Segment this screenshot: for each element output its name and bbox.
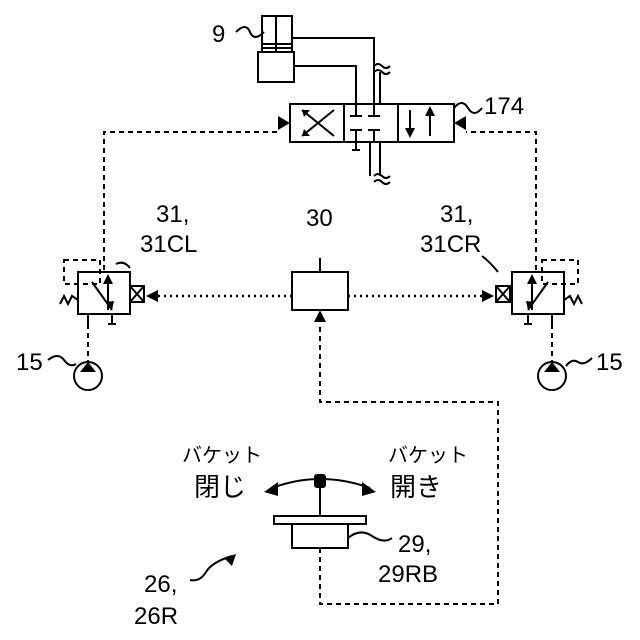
- cylinder-label: 9: [212, 21, 225, 48]
- control-valve: [278, 104, 466, 150]
- controller-label: 30: [306, 205, 333, 232]
- control-valve-label: 174: [484, 93, 524, 120]
- sensor-sublabel: 29RB: [378, 561, 438, 588]
- lever-close-label: 閉じ: [194, 473, 246, 503]
- valve-right-label: 31,: [440, 201, 473, 228]
- control-valve-leader: [454, 103, 482, 113]
- controller-box: [292, 272, 348, 310]
- signal-arrow-right: [482, 290, 494, 302]
- valve-left-leader: [116, 263, 130, 268]
- pump-right-leader: [566, 358, 592, 366]
- pump-left-label: 15: [16, 349, 43, 376]
- lever-top-right-label: バケット: [388, 443, 468, 467]
- proportional-valve-right: [496, 260, 582, 324]
- cylinder-leader-line: [236, 27, 264, 37]
- proportional-valve-left: [60, 260, 144, 324]
- lever-open-label: 開き: [390, 473, 442, 503]
- hydraulic-cylinder: [258, 16, 294, 82]
- sensor-leader: [348, 532, 392, 540]
- operating-device-label: 26,: [144, 571, 177, 598]
- signal-arrow-left: [146, 290, 158, 302]
- sensor-label: 29,: [398, 531, 431, 558]
- cylinder-lines: [292, 38, 374, 104]
- pump-right-label: 15: [596, 349, 623, 376]
- lever-top-left-label: バケット: [182, 443, 262, 467]
- sensor-signal-arrow: [314, 310, 326, 322]
- operating-device-sublabel: 26R: [134, 603, 178, 630]
- valve-right-leader: [482, 256, 498, 272]
- valve-left-label: 31,: [156, 201, 189, 228]
- pump-left-leader: [48, 356, 76, 365]
- valve-left-sublabel: 31CL: [140, 231, 197, 258]
- operating-lever: [264, 474, 376, 548]
- valve-right-sublabel: 31CR: [420, 231, 481, 258]
